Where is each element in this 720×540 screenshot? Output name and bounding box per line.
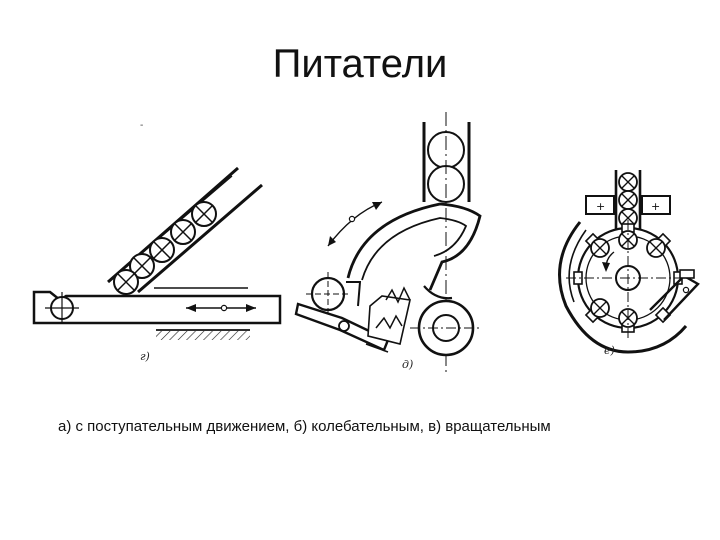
figure-label-a: г) <box>140 350 150 363</box>
slide-title: Питатели <box>272 42 448 86</box>
slide-caption: а) с поступательным движением, б) колеба… <box>58 418 551 435</box>
svg-text:+: + <box>651 200 660 213</box>
rotary-feeder-drawing: + + <box>558 170 700 354</box>
oscillating-feeder-drawing <box>294 112 482 372</box>
figure-label-b: д) <box>402 358 413 371</box>
svg-text:+: + <box>596 200 605 213</box>
figure-label-c: е) <box>604 344 615 357</box>
linear-feeder-drawing: - <box>32 120 282 340</box>
svg-text:-: - <box>140 120 143 131</box>
